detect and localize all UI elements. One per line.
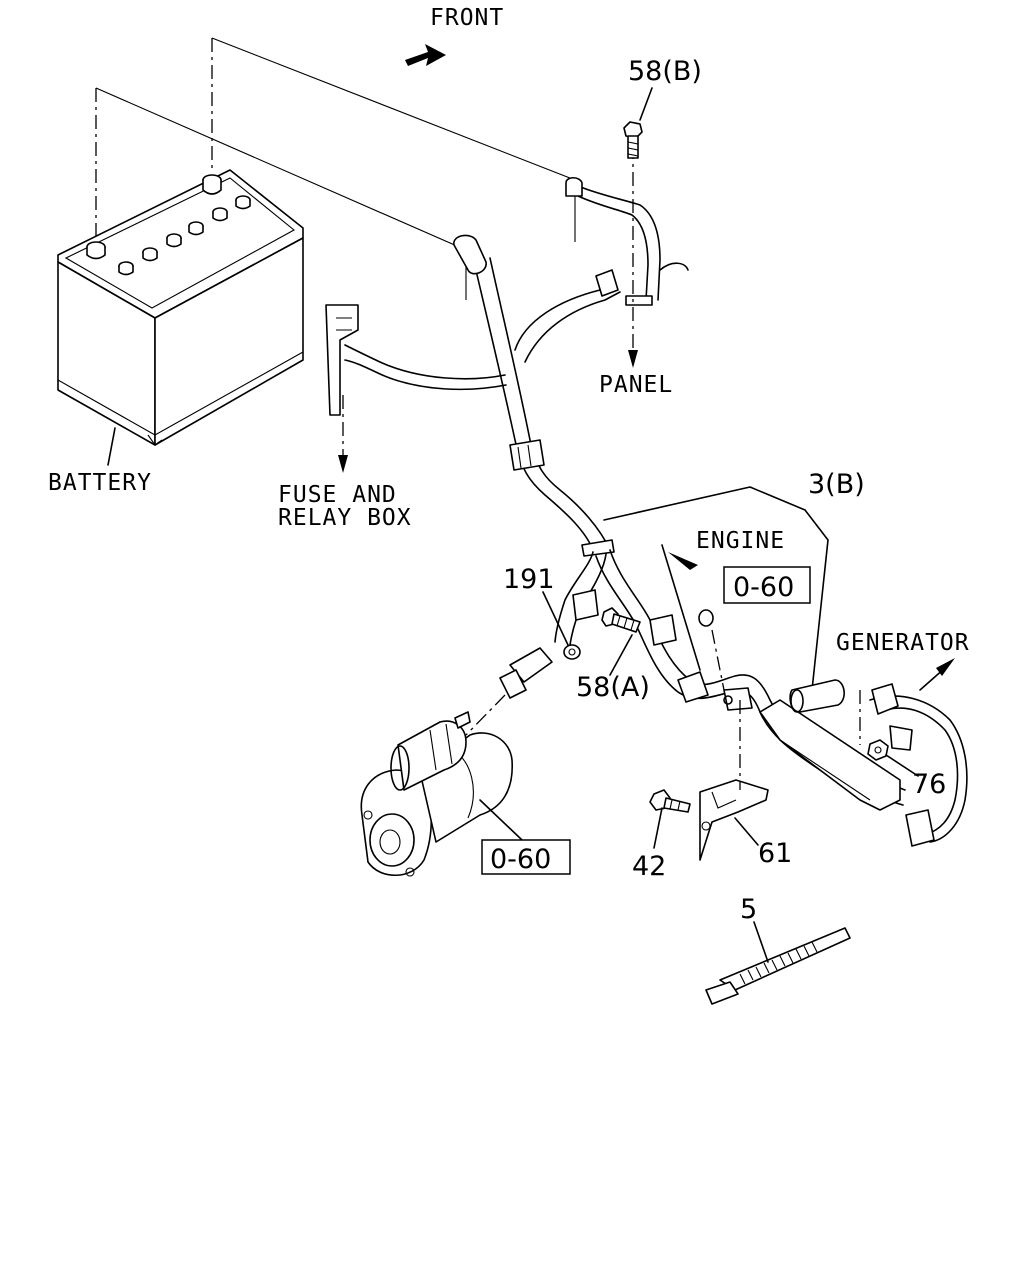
panel-label: PANEL: [599, 372, 673, 398]
battery-drawing: [57, 169, 304, 446]
front-label: FRONT: [430, 5, 504, 31]
bolt-58b-drawing: [623, 121, 643, 159]
generator-label: GENERATOR: [836, 630, 970, 656]
fuse-arrow-icon: [338, 455, 348, 473]
callout-58b: 58(B): [628, 56, 702, 87]
callout-42: 42: [632, 851, 666, 882]
bracket-61-drawing: [699, 700, 769, 861]
fuse-label-line1: FUSE AND: [278, 482, 397, 508]
callout-3b: 3(B): [808, 469, 865, 500]
nut-191-icon: [563, 644, 581, 660]
cable-tie-5-drawing: [705, 927, 851, 1005]
main-harness: [325, 176, 906, 811]
starter-ref-box: [481, 839, 571, 875]
callout-191: 191: [503, 564, 555, 595]
callout-58a: 58(A): [576, 672, 650, 703]
generator-leader: [919, 667, 946, 691]
starter-motor-drawing: [360, 711, 513, 877]
starter-ref-leader: [479, 799, 523, 841]
starter-terminal-boot: [465, 647, 553, 736]
callout-58a-leader: [609, 634, 633, 676]
washer-icon: [698, 609, 714, 627]
callout-5: 5: [740, 894, 757, 925]
generator-connectors: [789, 679, 968, 847]
callout-76-leader: [885, 754, 919, 777]
callout-3b-leader-b: [804, 509, 829, 691]
bolt-42-drawing: [649, 789, 691, 813]
battery-leader: [107, 427, 116, 466]
callout-58b-leader: [639, 87, 653, 121]
engine-ref-box: [723, 566, 811, 604]
callout-61: 61: [758, 838, 792, 869]
callout-76: 76: [912, 769, 946, 800]
front-arrow-icon: [405, 44, 446, 66]
panel-arrow-icon: [628, 350, 638, 368]
callout-3b-leader-a: [603, 486, 806, 521]
nut-76-icon: [867, 739, 889, 761]
bolt-58a-drawing: [601, 607, 641, 633]
fuse-label-line2: RELAY BOX: [278, 505, 412, 531]
engine-arrow-icon: [668, 552, 698, 570]
engine-leader: [661, 544, 701, 671]
engine-ref-text: 0-60: [733, 572, 794, 603]
callout-42-leader: [653, 807, 663, 849]
callout-5-leader: [753, 921, 769, 963]
callout-61-leader: [734, 817, 759, 846]
engine-label: ENGINE: [696, 528, 785, 554]
callout-191-leader: [542, 591, 569, 646]
battery-label: BATTERY: [48, 470, 152, 496]
starter-ref-text: 0-60: [490, 844, 551, 875]
washer-leader: [711, 629, 725, 691]
